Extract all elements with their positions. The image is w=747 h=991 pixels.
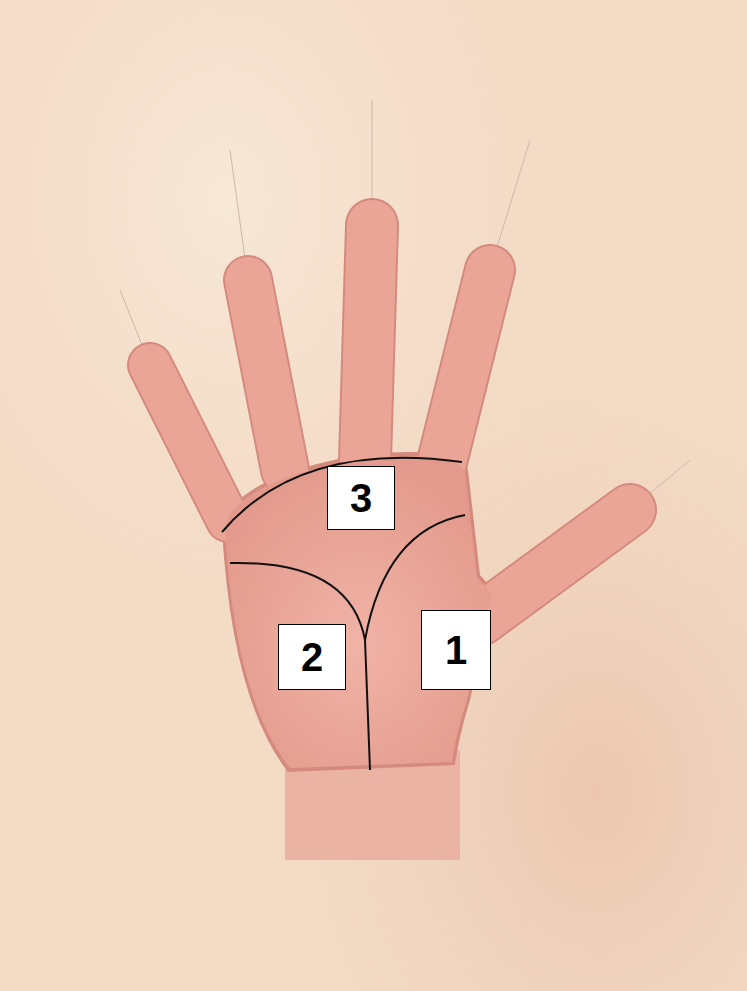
callout-number: 1 (445, 630, 467, 670)
callout-box: 2 (278, 624, 346, 690)
hand (150, 225, 630, 860)
callout-number: 3 (350, 478, 372, 518)
palm (225, 456, 492, 768)
region-line (230, 563, 370, 770)
callout-box: 1 (421, 610, 491, 690)
callout-box: 3 (327, 466, 395, 530)
callout-number: 2 (301, 637, 323, 677)
region-line (222, 458, 462, 532)
palm-outline (222, 452, 495, 772)
